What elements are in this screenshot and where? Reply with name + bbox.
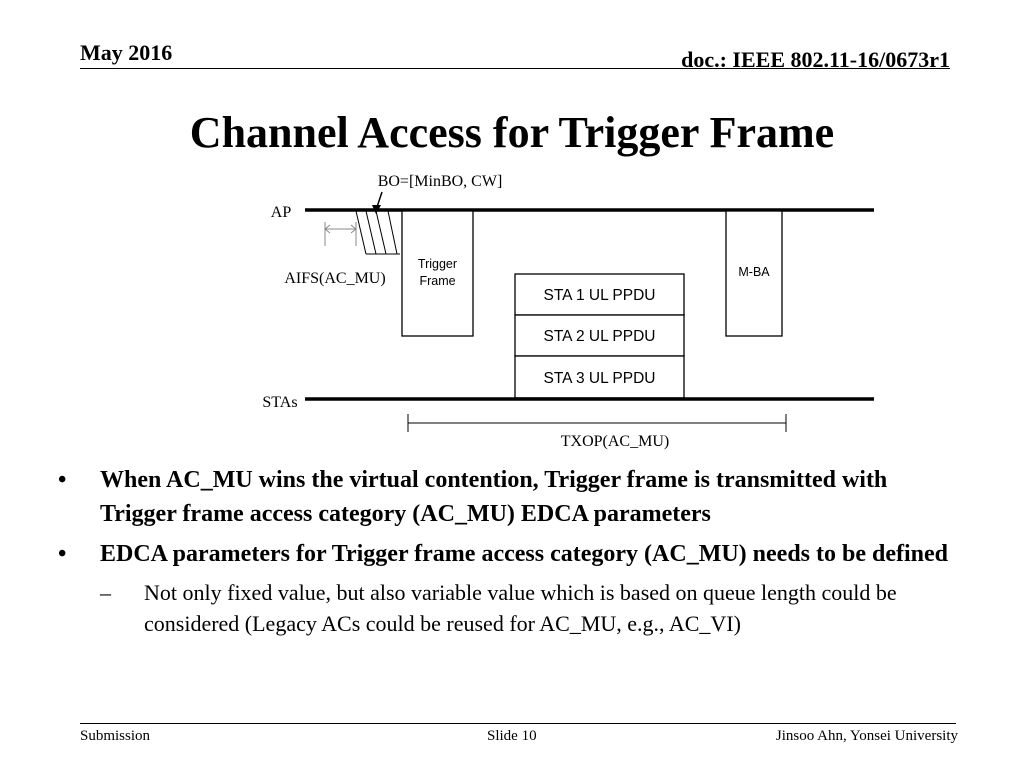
- slide-title: Channel Access for Trigger Frame: [189, 108, 835, 157]
- sta-ppdu-box: [514, 355, 685, 399]
- mba-label: M-BA: [738, 265, 770, 279]
- trigger-frame-box: [401, 210, 474, 337]
- aifs-label: AIFS(AC_MU): [284, 270, 385, 287]
- bullet-item: • When AC_MU wins the virtual contention…: [58, 463, 958, 531]
- sta-ppdu-box: [514, 273, 685, 316]
- trigger-frame-label-line2: Frame: [419, 274, 455, 288]
- header-divider: [80, 68, 950, 69]
- sub-bullet-item: – Not only fixed value, but also variabl…: [58, 577, 958, 639]
- bo-label: BO=[MinBO, CW]: [378, 173, 503, 190]
- sta-ppdu-label: STA 3 UL PPDU: [544, 370, 656, 387]
- backoff-slant-3: [375, 210, 387, 255]
- aifs-arrowhead-left: [324, 224, 331, 234]
- bullet-marker: •: [58, 541, 67, 567]
- sub-bullet-marker: –: [100, 580, 111, 605]
- bullet-item: • EDCA parameters for Trigger frame acce…: [58, 537, 958, 571]
- sub-bullet-text: Not only fixed value, but also variable …: [144, 580, 897, 636]
- backoff-slant-1: [355, 210, 367, 255]
- sta-ppdu-label: STA 1 UL PPDU: [544, 287, 656, 304]
- bullet-list: • When AC_MU wins the virtual contention…: [58, 463, 958, 639]
- bullet-marker: •: [58, 467, 67, 493]
- ap-label: AP: [271, 204, 292, 221]
- stas-label: STAs: [262, 394, 297, 411]
- footer-author: Jinsoo Ahn, Yonsei University: [775, 728, 958, 744]
- mba-box: [725, 210, 783, 337]
- aifs-arrowhead-right: [350, 224, 357, 234]
- backoff-slant-2: [365, 210, 377, 255]
- backoff-slant-4: [387, 210, 398, 255]
- channel-access-diagram: BO=[MinBO, CW] AP AIFS(AC_MU) Trigger Fr…: [262, 173, 874, 450]
- header-date: May 2016: [80, 40, 173, 65]
- header-doc-id: doc.: IEEE 802.11-16/0673r1: [681, 47, 950, 72]
- txop-label: TXOP(AC_MU): [561, 433, 669, 450]
- bo-arrow: [376, 191, 383, 208]
- footer-submission: Submission: [80, 728, 151, 744]
- trigger-frame-label-line1: Trigger: [418, 257, 457, 271]
- bullet-text: EDCA parameters for Trigger frame access…: [100, 541, 949, 567]
- footer-divider: [80, 723, 956, 724]
- bullet-text: When AC_MU wins the virtual contention, …: [100, 467, 888, 527]
- sta-ppdu-label: STA 2 UL PPDU: [544, 328, 656, 345]
- footer-slide-number: Slide 10: [487, 728, 537, 744]
